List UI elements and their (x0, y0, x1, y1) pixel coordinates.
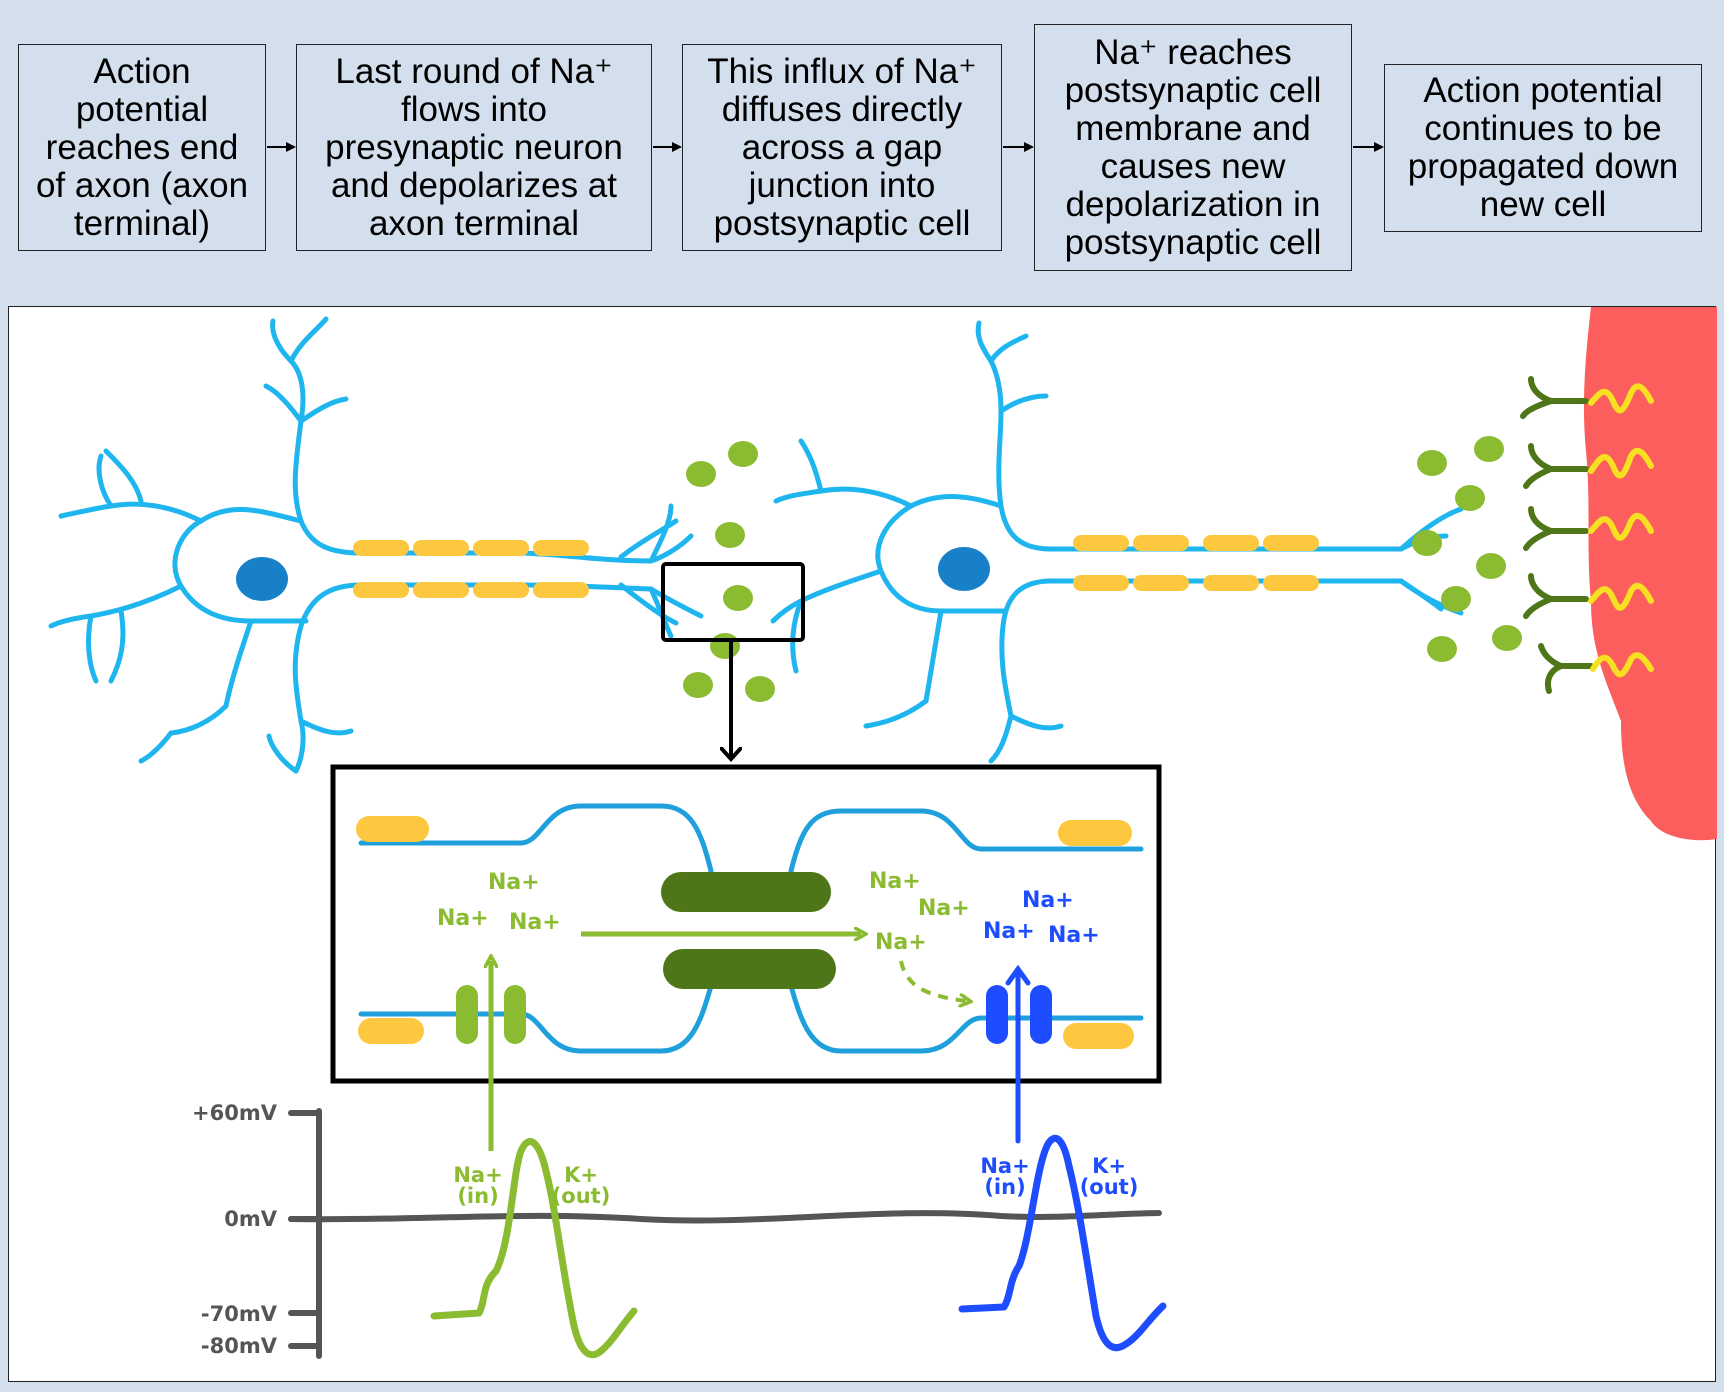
flow-step-5-text: Action potential continues to be propaga… (1407, 71, 1679, 224)
sodium-ion-dots (683, 441, 775, 702)
flow-step-3: This influx of Na⁺ diffuses directly acr… (682, 44, 1002, 251)
flow-step-4-text: Na⁺ reaches postsynaptic cell membrane a… (1064, 32, 1322, 262)
zoom-region-box (661, 562, 805, 642)
tick-label-plus60: +60mV (192, 1101, 278, 1125)
target-cell (1583, 307, 1717, 841)
gap-junction-channels (661, 872, 836, 989)
action-potential-blue (958, 1134, 1167, 1352)
flow-step-2: Last round of Na⁺ flows into presynaptic… (296, 44, 652, 251)
green-out-label-2: (out) (552, 1184, 611, 1208)
na-label-right-right: Na+ (1048, 923, 1100, 948)
tick-label-minus70: -70mV (201, 1302, 278, 1326)
green-in-label-2: (in) (457, 1184, 498, 1208)
green-in-label-1: Na+ (453, 1163, 502, 1187)
illustration-svg: Na+ Na+ Na+ Na+ Na+ Na+ Na+ Na+ Na+ +60m… (48, 307, 1717, 1359)
potential-axis (288, 1108, 1162, 1359)
flow-arrows (267, 142, 1384, 152)
presynaptic-myelin (353, 540, 589, 598)
green-sodium-channel (456, 985, 526, 1044)
na-label-left-top: Na+ (488, 870, 540, 895)
na-label-right-left: Na+ (983, 919, 1035, 944)
tick-label-0: 0mV (224, 1207, 277, 1231)
na-label-left-right: Na+ (509, 910, 561, 935)
receptors (1520, 376, 1594, 694)
diffusion-dashed-arrow (899, 960, 966, 1001)
tick-label-minus80: -80mV (201, 1334, 278, 1358)
flow-step-2-text: Last round of Na⁺ flows into presynaptic… (325, 51, 623, 243)
presynaptic-nucleus (236, 557, 288, 601)
flow-step-5: Action potential continues to be propaga… (1384, 64, 1702, 232)
blue-out-label-1: K+ (1092, 1154, 1126, 1178)
signal-waves (1588, 383, 1654, 678)
neurotransmitter-dots (1412, 436, 1522, 662)
blue-out-label-2: (out) (1080, 1175, 1139, 1199)
na-label-left-mid: Na+ (437, 906, 489, 931)
flow-step-1: Action potential reaches end of axon (ax… (18, 44, 266, 251)
flow-step-3-text: This influx of Na⁺ diffuses directly acr… (707, 51, 977, 243)
postsynaptic-myelin (1073, 535, 1319, 591)
flow-step-1-text: Action potential reaches end of axon (ax… (35, 51, 249, 243)
blue-sodium-channel (986, 985, 1052, 1044)
green-out-label-1: K+ (564, 1163, 598, 1187)
blue-in-label-2: (in) (984, 1175, 1025, 1199)
action-potential-green (430, 1138, 638, 1359)
blue-in-label-1: Na+ (980, 1154, 1029, 1178)
postsynaptic-nucleus (938, 547, 990, 591)
na-label-mid-top: Na+ (869, 869, 921, 894)
inset-membranes (358, 803, 1144, 1054)
neuron-postsynaptic (770, 320, 1464, 764)
na-label-mid-mid: Na+ (918, 896, 970, 921)
na-label-mid-bottom: Na+ (875, 930, 927, 955)
na-label-right-top: Na+ (1022, 888, 1074, 913)
illustration-panel: Na+ Na+ Na+ Na+ Na+ Na+ Na+ Na+ Na+ +60m… (8, 306, 1717, 1382)
flow-step-4: Na⁺ reaches postsynaptic cell membrane a… (1034, 24, 1352, 271)
neuron-presynaptic (48, 316, 704, 774)
blue-influx-arrow (1005, 964, 1031, 1144)
inset-myelin (356, 816, 1134, 1049)
